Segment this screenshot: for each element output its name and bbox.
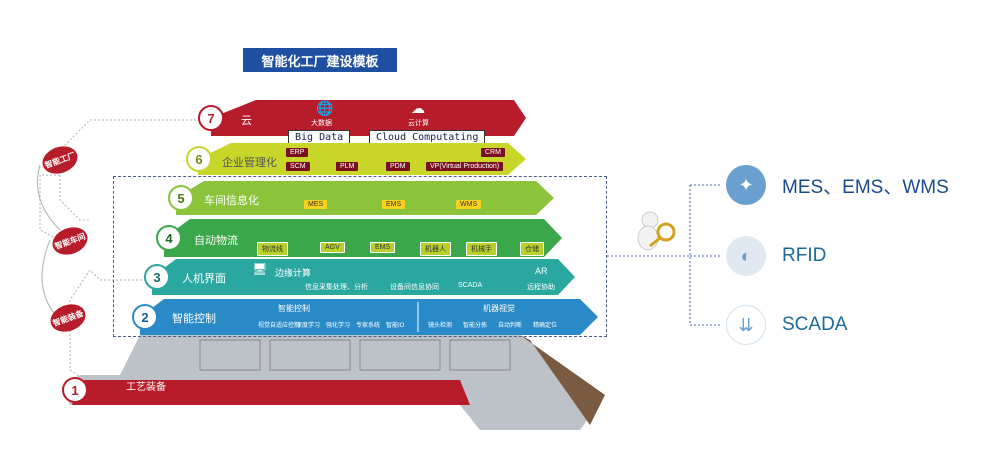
tag-ems-logistics: EMS — [370, 242, 396, 253]
scada-icon: ⇊ — [726, 305, 766, 345]
tag-robot: 机器人 — [420, 242, 451, 256]
layer-1-label: 工艺装备 — [126, 382, 166, 393]
layer-5-workshop: 5 车间信息化 MES EMS WMS — [164, 180, 554, 216]
tag-wms: WMS — [456, 200, 482, 209]
layer-3-sub: 边缘计算 — [275, 268, 312, 278]
page-title: 智能化工厂建设模板 — [243, 48, 397, 72]
workshop-scope-box — [113, 176, 607, 337]
layer-6-enterprise: 6 企业管理化 ERP SCM PLM PDM CRM VP(Virtual P… — [186, 142, 526, 176]
layer-3-item-4: AR — [535, 266, 548, 276]
layer-3-item-5: 远程协助 — [527, 284, 555, 291]
right-item-mes: ✦ MES、EMS、WMS — [726, 165, 949, 205]
right-item-rfid: ◐ RFID — [726, 236, 826, 276]
layer-7-label: 云 — [241, 115, 252, 127]
layer-2-sub2: 机器视觉 — [483, 304, 515, 313]
layer-7-cloud: 7 云 🌐 大数据 ☁ 云计算 — [196, 98, 526, 138]
layer-2-item-5: 智能IO — [386, 323, 405, 329]
layer-1-shape — [67, 335, 606, 430]
layer-3-item-1: 信息采集处理、分析 — [305, 284, 368, 291]
layer-2-label: 智能控制 — [172, 313, 216, 325]
tag-vp: VP(Virtual Production) — [426, 162, 504, 171]
right-label-rfid: RFID — [782, 245, 827, 266]
right-item-scada: ⇊ SCADA — [726, 305, 847, 345]
layer-7-shape — [211, 100, 526, 136]
person-magnifier-icon — [628, 210, 678, 256]
tag-mes: MES — [304, 200, 328, 209]
tag-ems: EMS — [382, 200, 406, 209]
tag-plm: PLM — [336, 162, 359, 171]
app-store-icon: ✦ — [726, 165, 766, 205]
right-label-scada: SCADA — [782, 314, 848, 335]
layer-4-number: 4 — [156, 225, 182, 251]
layer-1-equipment: 1 工艺装备 — [60, 335, 620, 445]
layer-7-cloud-icon: ☁ — [411, 100, 425, 116]
layer-3-item-3: SCADA — [458, 282, 483, 289]
layer-4-logistics: 4 自动物流 物流线 AGV EMS 机器人 机械手 仓储 — [152, 218, 562, 258]
tag-agv: AGV — [320, 242, 345, 253]
layer-2-item-9: 精确定位 — [533, 323, 558, 329]
layer-2-control: 2 智能控制 智能控制 机器视觉 视觉自适应控制 深度学习 强化学习 专家系统 … — [128, 298, 598, 336]
layer-6-number: 6 — [186, 146, 212, 172]
layer-3-monitor-icon: 🖥 — [252, 262, 268, 276]
layer-3-item-2: 设备间信息协同 — [390, 284, 439, 291]
layer-7-number: 7 — [198, 105, 224, 131]
layer-3-hmi: 3 人机界面 🖥 边缘计算 信息采集处理、分析 设备间信息协同 SCADA AR… — [140, 258, 575, 296]
layer-5-number: 5 — [168, 185, 194, 211]
tag-logistics-line: 物流线 — [257, 242, 288, 256]
layer-2-item-8: 自动判断 — [498, 323, 523, 329]
layer-2-shape — [140, 299, 598, 335]
layer-6-label: 企业管理化 — [222, 157, 277, 169]
tag-crm: CRM — [481, 148, 505, 157]
layer-2-number: 2 — [132, 304, 158, 330]
layer-2-item-7: 智能分拣 — [463, 323, 488, 329]
layer-4-label: 自动物流 — [194, 235, 238, 247]
layer-3-shape — [152, 259, 575, 295]
layer-7-bigdata-icon: 🌐 — [316, 100, 334, 116]
tag-pdm: PDM — [386, 162, 410, 171]
layer-2-item-4: 专家系统 — [356, 323, 381, 329]
layer-2-item-3: 强化学习 — [326, 323, 351, 329]
rfid-icon: ◐ — [726, 236, 766, 276]
right-label-mes: MES、EMS、WMS — [782, 176, 949, 198]
layer-2-item-1: 视觉自适应控制 — [258, 323, 301, 329]
tag-warehouse: 仓储 — [520, 242, 544, 256]
tag-manipulator: 机械手 — [466, 242, 497, 256]
layer-2-sub1: 智能控制 — [278, 304, 310, 313]
layer-7-cloud-text: 云计算 — [408, 120, 429, 127]
layer-2-item-2: 深度学习 — [296, 323, 321, 329]
layer-5-label: 车间信息化 — [204, 195, 259, 207]
layer-3-label: 人机界面 — [182, 273, 226, 285]
layer-1-number: 1 — [62, 377, 88, 403]
tag-erp: ERP — [286, 148, 309, 157]
layer-2-item-6: 镜头检测 — [428, 323, 453, 329]
tag-scm: SCM — [286, 162, 310, 171]
layer-7-bigdata: 大数据 — [311, 120, 332, 127]
layer-3-number: 3 — [144, 264, 170, 290]
